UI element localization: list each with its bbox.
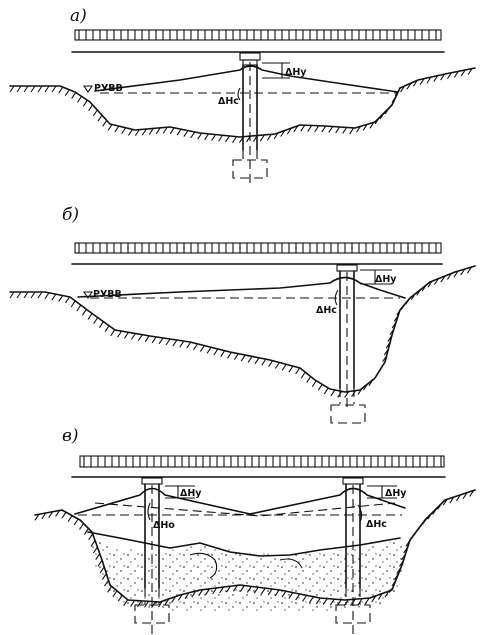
panel-a-label-hc: ΔHс — [218, 96, 239, 107]
panel-c-bridge-deck — [71, 455, 446, 478]
panel-b-pier — [330, 264, 366, 424]
panel-c-label-hu-right: ΔHу — [385, 488, 407, 499]
panel-a-ground-profile — [9, 67, 476, 138]
panel-a-letter: а) — [70, 6, 87, 26]
panel-b-letter: б) — [62, 205, 79, 225]
panel-a: а) РУВВ ΔHу — [9, 6, 476, 185]
panel-b-ground-profile — [9, 265, 476, 393]
panel-a-label-hu: ΔHу — [285, 67, 307, 78]
panel-c: в) — [34, 426, 476, 635]
panel-b-water-surface — [77, 276, 406, 299]
panel-a-water-surface — [94, 65, 399, 93]
panel-b-bridge-deck — [71, 242, 443, 265]
panel-a-level-label: РУВВ — [94, 83, 123, 94]
panel-b-label-hu: ΔHу — [375, 274, 397, 285]
panel-b-level-label: РУВВ — [93, 289, 122, 300]
panel-b-label-hc: ΔHс — [316, 305, 337, 316]
panel-a-level-marker — [82, 85, 94, 93]
panel-a-pier — [232, 52, 268, 185]
panel-c-sediment — [88, 530, 405, 612]
panel-c-water-surface — [74, 487, 406, 515]
panel-c-letter: в) — [62, 426, 79, 446]
panel-c-label-ho: ΔHо — [153, 520, 175, 531]
panel-a-bridge-deck — [71, 29, 445, 53]
panel-c-label-hc: ΔHс — [366, 519, 387, 530]
panel-c-bed-surface — [87, 531, 401, 557]
panel-b-level-marker — [82, 291, 94, 299]
panel-b: б) РУВВ ΔHу ΔHс — [9, 205, 476, 424]
panel-c-label-hu-left: ΔHу — [180, 488, 202, 499]
